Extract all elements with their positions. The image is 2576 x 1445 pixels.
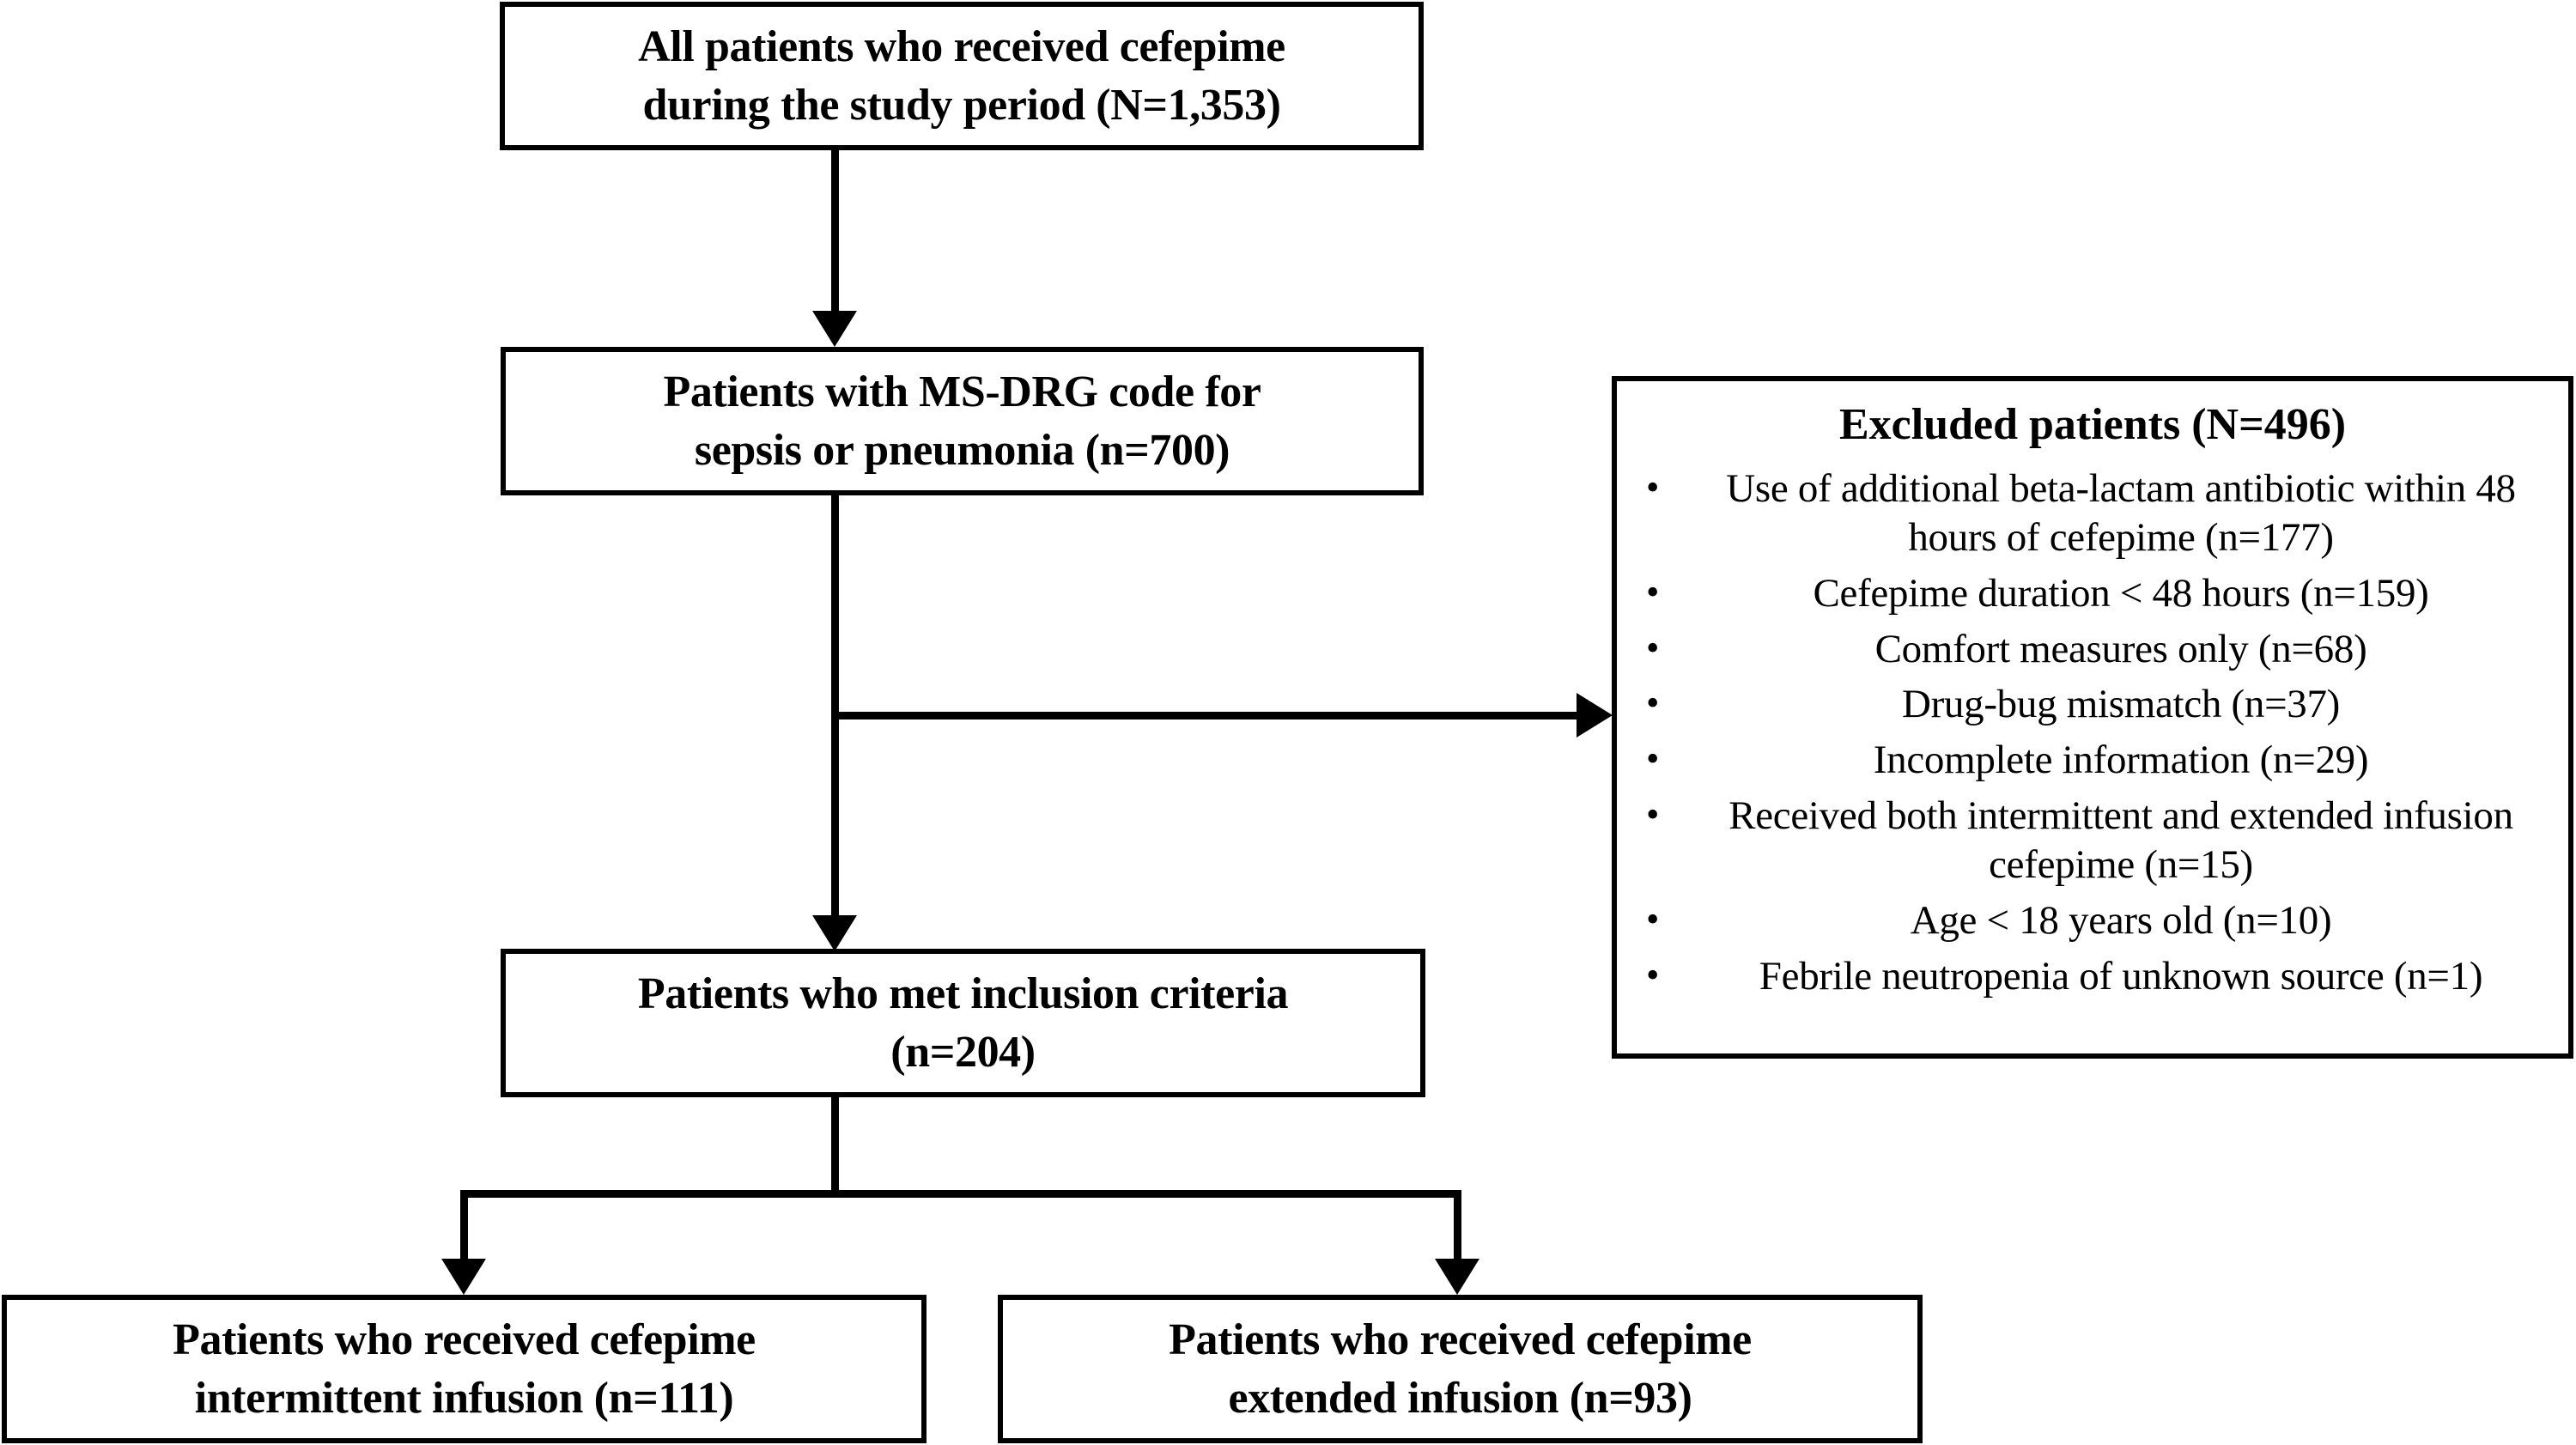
bullet-icon: • [1646, 793, 1660, 836]
node-intermittent-infusion: Patients who received cefepime intermitt… [2, 1295, 927, 1443]
arrowhead-to-extended [1435, 1259, 1479, 1295]
bullet-icon: • [1646, 570, 1660, 613]
list-item: • Received both intermittent and extende… [1639, 792, 2546, 889]
bullet-icon: • [1646, 682, 1660, 725]
node-extended-infusion-label: Patients who received cefepime extended … [1169, 1314, 1752, 1423]
bullet-icon: • [1646, 738, 1660, 780]
connector-to-extended [1454, 1190, 1461, 1264]
list-item-label: Use of additional beta-lactam antibiotic… [1726, 466, 2516, 560]
bullet-icon: • [1646, 626, 1660, 669]
node-msdrg-label: Patients with MS-DRG code for sepsis or … [663, 367, 1261, 475]
node-excluded-patients: Excluded patients (N=496) • Use of addit… [1612, 376, 2573, 1059]
bullet-icon: • [1646, 953, 1660, 996]
arrowhead-to-excluded [1577, 693, 1613, 738]
excluded-reasons-list: • Use of additional beta-lactam antibiot… [1617, 464, 2568, 1008]
arrowhead-to-msdrg [812, 311, 857, 347]
list-item: • Cefepime duration < 48 hours (n=159) [1639, 569, 2546, 618]
node-msdrg: Patients with MS-DRG code for sepsis or … [501, 347, 1424, 495]
list-item-label: Received both intermittent and extended … [1728, 793, 2513, 888]
node-all-patients: All patients who received cefepime durin… [500, 2, 1424, 150]
node-intermittent-infusion-label: Patients who received cefepime intermitt… [173, 1314, 756, 1423]
list-item: • Drug-bug mismatch (n=37) [1639, 680, 2546, 729]
arrowhead-to-intermittent [441, 1259, 486, 1295]
list-item: • Comfort measures only (n=68) [1639, 625, 2546, 674]
list-item: • Use of additional beta-lactam antibiot… [1639, 464, 2546, 562]
node-extended-infusion: Patients who received cefepime extended … [998, 1295, 1923, 1443]
list-item-label: Febrile neutropenia of unknown source (n… [1759, 953, 2483, 999]
list-item-label: Age < 18 years old (n=10) [1910, 897, 2332, 943]
bullet-icon: • [1646, 466, 1660, 508]
list-item-label: Comfort measures only (n=68) [1874, 626, 2367, 671]
bullet-icon: • [1646, 897, 1660, 940]
list-item-label: Drug-bug mismatch (n=37) [1901, 682, 2341, 727]
list-item: • Age < 18 years old (n=10) [1639, 896, 2546, 945]
connector-split-bar [460, 1190, 1461, 1198]
arrowhead-to-inclusion [812, 915, 857, 951]
excluded-patients-title: Excluded patients (N=496) [1838, 400, 2347, 449]
connector-to-excluded [835, 712, 1580, 719]
node-inclusion-criteria-label: Patients who met inclusion criteria (n=2… [637, 968, 1289, 1077]
connector-to-intermittent [460, 1190, 468, 1264]
node-all-patients-label: All patients who received cefepime durin… [638, 21, 1285, 130]
connector-inclusion-stem [831, 1097, 839, 1197]
list-item-label: Cefepime duration < 48 hours (n=159) [1813, 570, 2429, 616]
list-item: • Febrile neutropenia of unknown source … [1639, 952, 2546, 1001]
connector-all-patients-to-msdrg [831, 150, 839, 315]
list-item-label: Incomplete information (n=29) [1873, 738, 2369, 783]
list-item: • Incomplete information (n=29) [1639, 736, 2546, 785]
node-inclusion-criteria: Patients who met inclusion criteria (n=2… [501, 949, 1425, 1097]
connector-msdrg-to-inclusion [831, 495, 839, 920]
